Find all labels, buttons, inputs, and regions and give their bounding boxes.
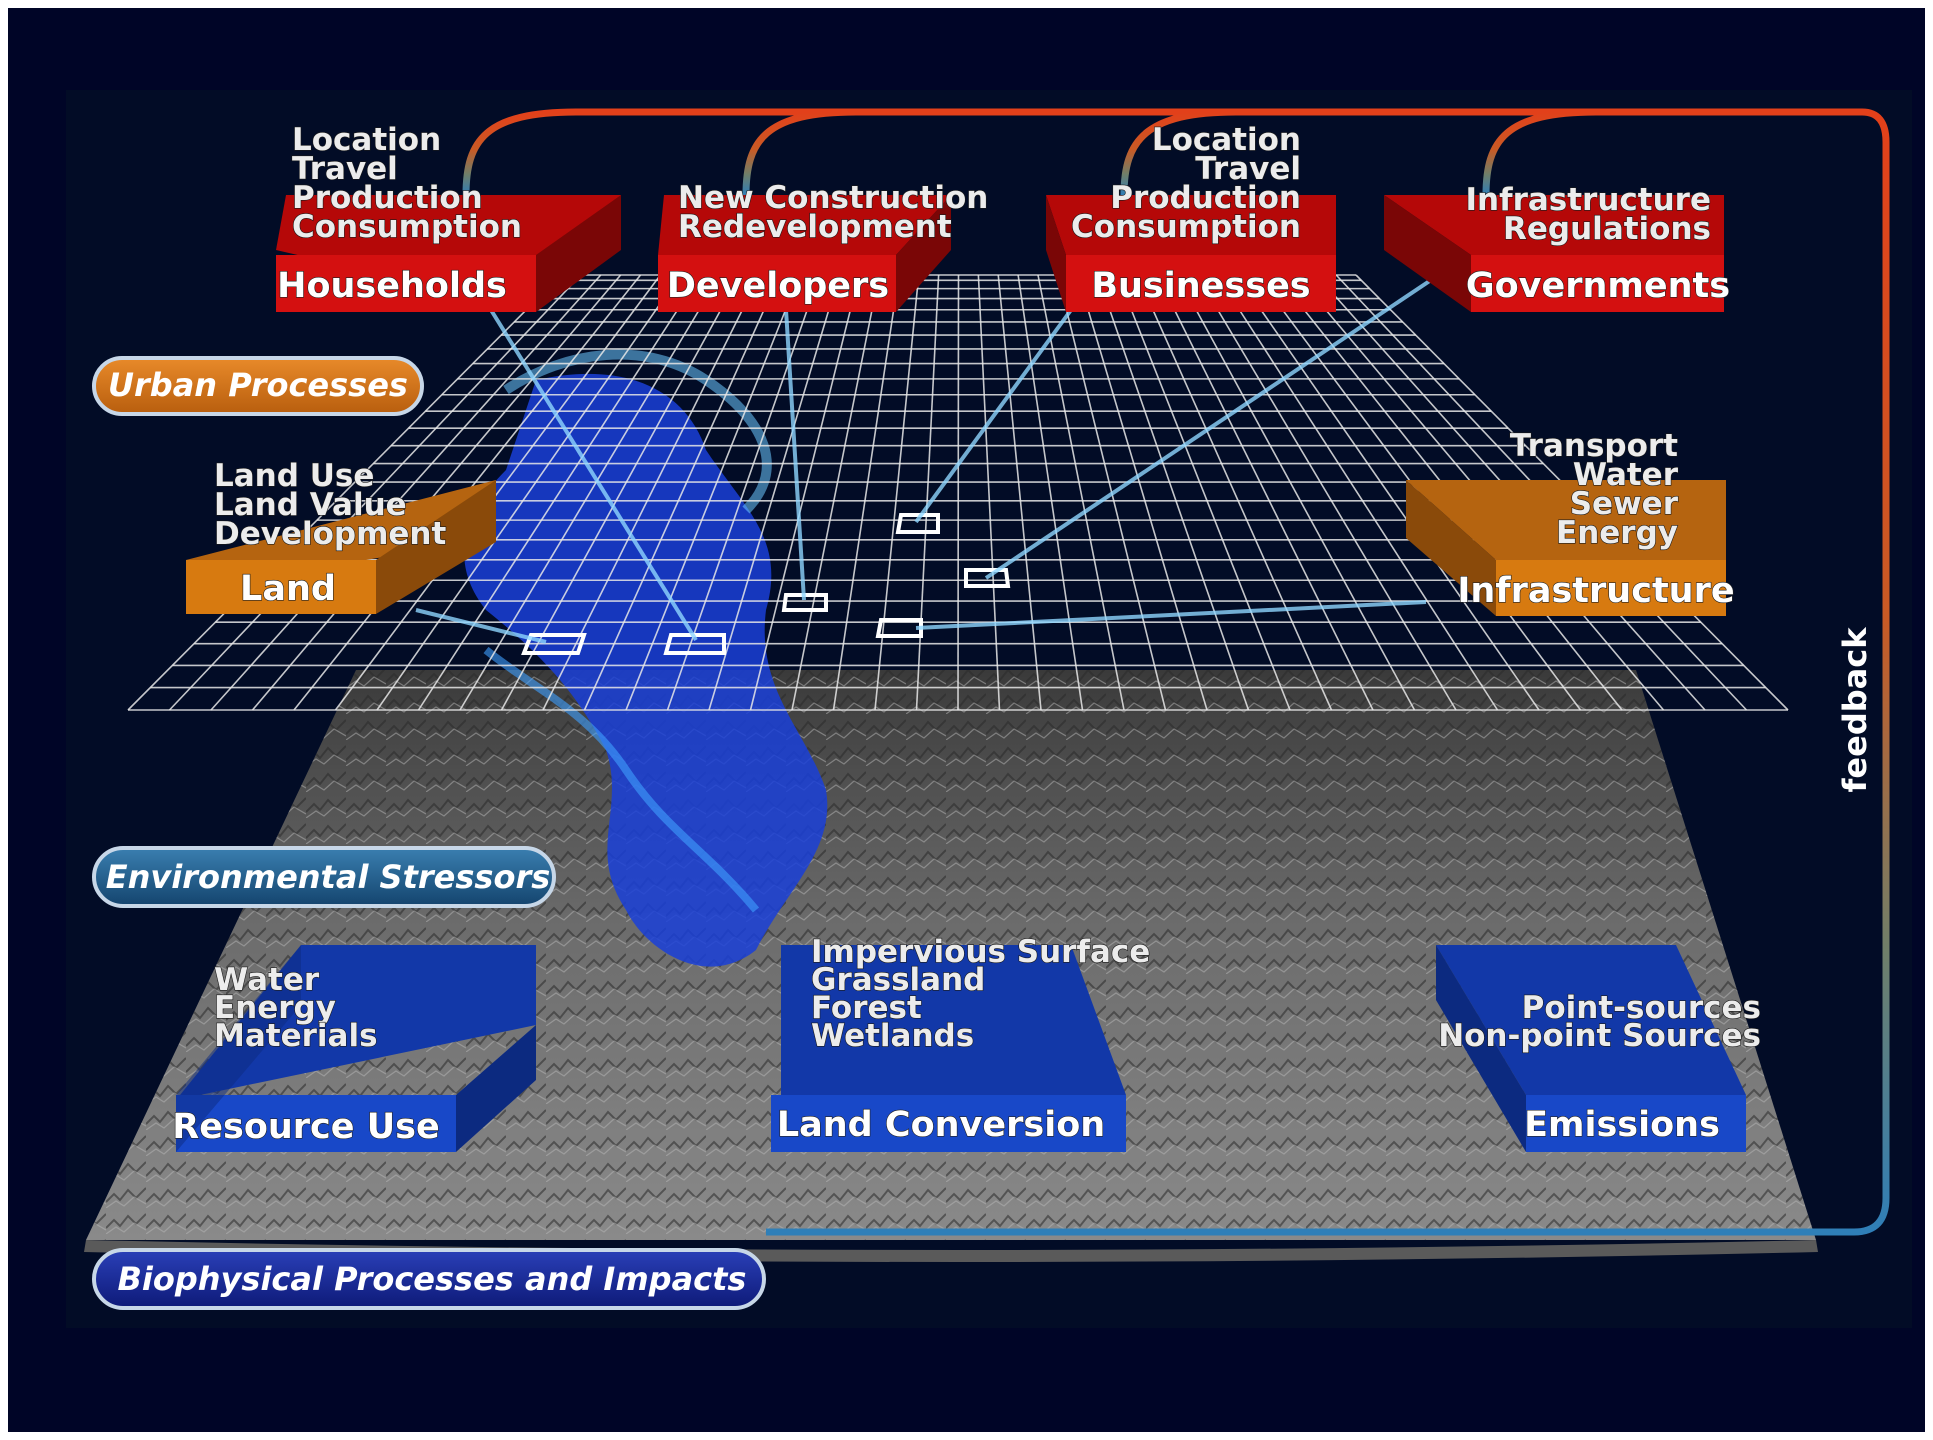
city-grid [127,274,1789,711]
businesses-box: Location Travel Production Consumption B… [1046,121,1336,312]
businesses-item: Production [1110,180,1301,216]
urban-model-diagram: feedback Urban Processes Environmental S… [84,108,1890,1310]
grid-line [708,274,841,711]
governments-box: Infrastructure Regulations Governments [1384,181,1731,312]
grid-line [500,274,741,711]
households-item: Location [292,122,441,158]
resource-use-title: Resource Use [172,1107,439,1147]
emissions-box: Point-sources Non-point Sources Emission… [1436,945,1762,1152]
grid-line [1196,274,1457,711]
land-title: Land [240,569,336,609]
grid-line [583,274,781,711]
resource-use-item: Water [214,962,320,998]
developers-item: New Construction [678,180,988,216]
selected-cells [521,513,1011,655]
grid-line [1136,274,1333,711]
grid-line [625,274,801,711]
businesses-item: Location [1152,122,1301,158]
developers-item: Redevelopment [678,209,952,245]
governments-item: Regulations [1503,211,1711,247]
infrastructure-item: Water [1573,457,1679,493]
developers-box: New Construction Redevelopment Developer… [658,179,989,312]
environmental-stressors-pill: Environmental Stressors [92,846,556,908]
resource-use-box: Water Energy Materials Resource Use [172,945,536,1152]
infrastructure-item: Energy [1556,515,1678,551]
land-box: Land Use Land Value Development Land [186,457,496,614]
households-item: Consumption [292,209,522,245]
grid-line [1216,274,1499,711]
businesses-title: Businesses [1091,266,1310,306]
grid-line [210,274,602,711]
households-box: Location Travel Production Consumption H… [276,121,621,312]
urban-processes-pill: Urban Processes [92,356,424,416]
land-conversion-box: Impervious Surface Grassland Forest Wetl… [771,933,1151,1152]
land-conversion-item: Wetlands [811,1018,974,1054]
grid-line [1236,274,1540,711]
grid-line [417,274,701,711]
grid-line [376,274,681,711]
governments-title: Governments [1466,266,1730,306]
households-item: Travel [292,151,398,187]
grid-line [1156,274,1374,711]
grid-line [459,274,721,711]
grid-line [957,274,960,711]
businesses-item: Travel [1195,151,1301,187]
grid-line [791,274,880,711]
grid-line [997,274,1042,711]
biophysical-label: Biophysical Processes and Impacts [118,1260,747,1298]
infrastructure-title: Infrastructure [1457,571,1734,611]
land-conversion-title: Land Conversion [777,1105,1105,1145]
grid-line [874,274,920,711]
water-body [464,349,828,967]
grid-line [334,274,662,711]
grid-line [1096,274,1250,711]
grid-line [1017,274,1084,711]
diagram-stage: feedback Urban Processes Environmental S… [66,90,1912,1328]
infrastructure-item: Transport [1510,428,1678,464]
land-conversion-item: Grassland [811,962,985,998]
grid-line [832,274,900,711]
land-item: Development [214,516,446,552]
urban-processes-label: Urban Processes [108,366,408,404]
infrastructure-item: Sewer [1570,486,1679,522]
environmental-stressors-label: Environmental Stressors [106,858,551,896]
grid-line [1076,274,1208,711]
connector-lines [415,268,1448,644]
land-item: Land Value [214,487,407,523]
feedback-label: feedback [1836,627,1874,793]
feedback-loop [462,108,1890,1236]
resource-use-item: Materials [214,1018,378,1054]
grid-line [127,274,562,711]
grid-line [1176,274,1416,711]
land-item: Land Use [214,458,374,494]
grid-line [749,274,860,711]
grid-line [251,274,622,711]
emissions-item: Non-point Sources [1438,1018,1761,1054]
infrastructure-box: Transport Water Sewer Energy Infrastruct… [1406,427,1735,616]
grid-line [1116,274,1291,711]
biophysical-pill: Biophysical Processes and Impacts [92,1248,766,1310]
households-title: Households [277,266,507,306]
businesses-item: Consumption [1071,209,1301,245]
developers-title: Developers [667,266,889,306]
land-conversion-item: Forest [811,990,922,1026]
households-item: Production [292,180,483,216]
emissions-title: Emissions [1524,1105,1720,1145]
resource-use-item: Energy [214,990,336,1026]
emissions-item: Point-sources [1522,990,1761,1026]
governments-item: Infrastructure [1465,182,1711,218]
land-conversion-item: Impervious Surface [811,934,1150,970]
grid-line [977,274,1001,711]
grid-line [1037,274,1125,711]
grid-line [542,274,761,711]
